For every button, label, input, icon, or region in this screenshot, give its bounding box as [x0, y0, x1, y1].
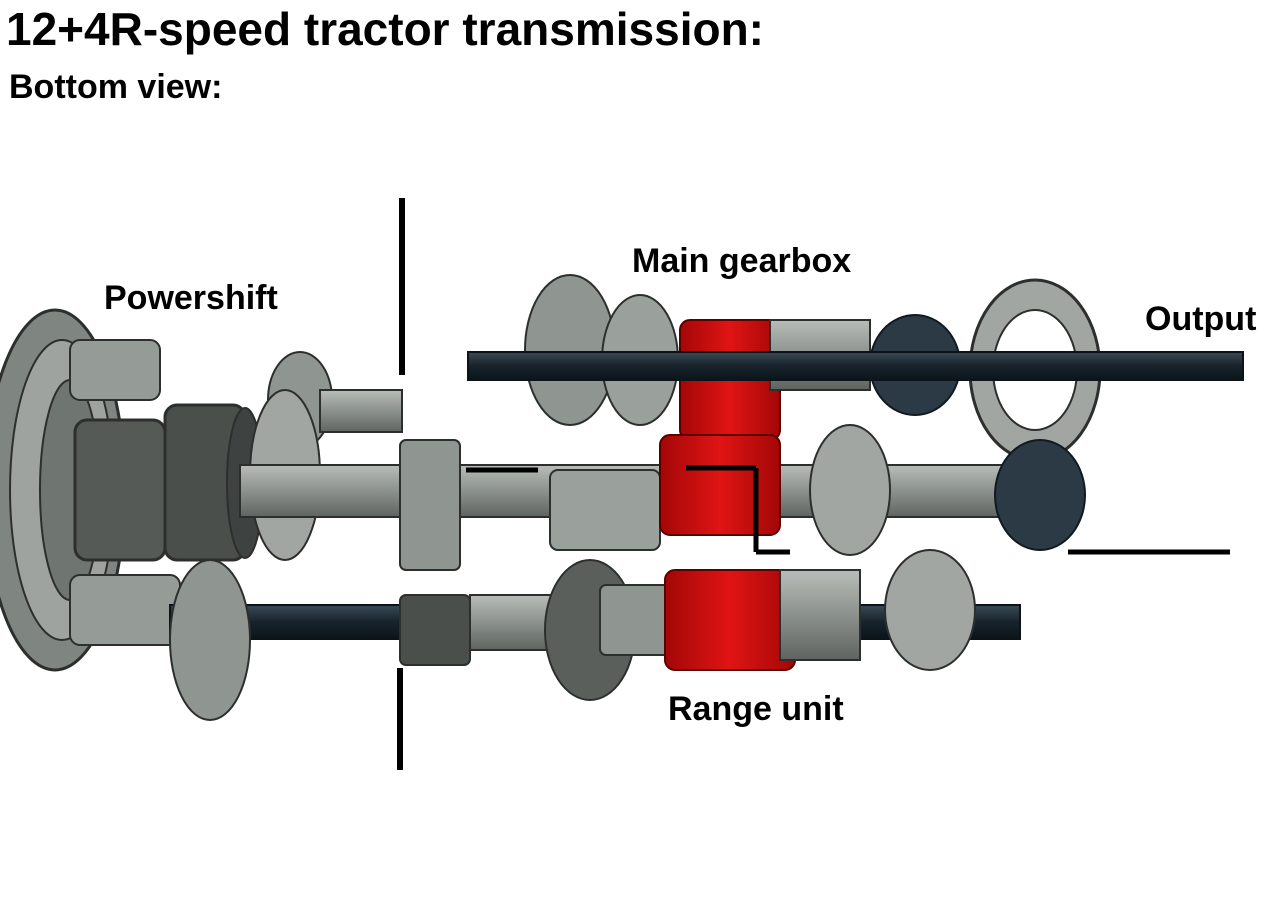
powershift-gear-cluster [73, 403, 264, 562]
page-subtitle: Bottom view: [9, 68, 223, 106]
middle-shaft [239, 439, 1021, 571]
middle-clutch [659, 424, 1086, 556]
section-dividers [397, 198, 1230, 770]
lower-shaft [169, 549, 1021, 721]
label-output: Output [1145, 300, 1257, 338]
label-range-unit: Range unit [668, 690, 844, 728]
page-title: 12+4R-speed tractor transmission: [6, 3, 764, 55]
range-unit-clutch [664, 569, 861, 671]
powershift-upper-gear [249, 351, 403, 561]
label-main-gearbox: Main gearbox [632, 242, 852, 280]
upper-main-shaft [467, 274, 1244, 462]
label-powershift: Powershift [104, 279, 278, 317]
